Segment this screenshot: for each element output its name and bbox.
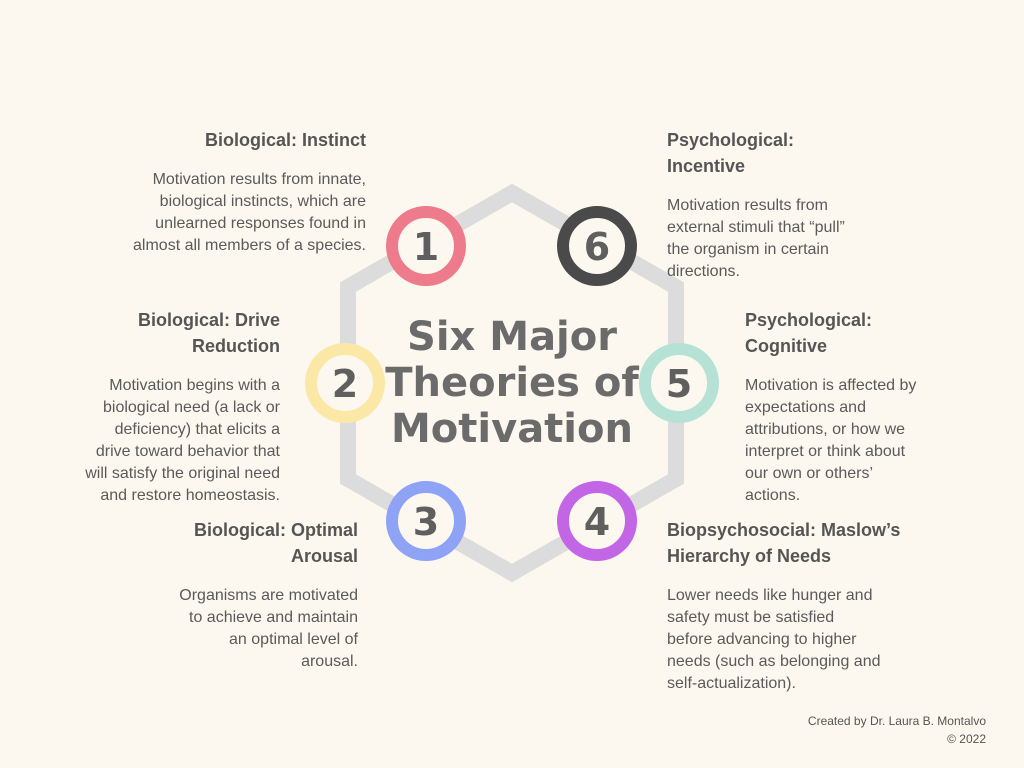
theory-cognitive: Psychological: Cognitive Motivation is a… bbox=[745, 307, 945, 507]
description-line: arousal. bbox=[301, 653, 358, 670]
theory-description: Motivation results from external stimuli … bbox=[667, 195, 867, 283]
description-line: Organisms are motivated bbox=[179, 587, 358, 604]
theory-heading: Psychological: Cognitive bbox=[745, 310, 873, 356]
theory-heading: Biological: Instinct bbox=[204, 130, 366, 150]
node-1-circle: 1 bbox=[386, 206, 466, 286]
diagram-title: Six Major Theories of Motivation bbox=[385, 314, 639, 452]
theory-heading: Psychological: Incentive bbox=[667, 130, 795, 176]
description-line: safety must be satisfied bbox=[667, 609, 835, 626]
node-5-number: 5 bbox=[666, 362, 692, 406]
description-line: to achieve and maintain bbox=[189, 609, 358, 626]
description-line: expectations and bbox=[745, 399, 866, 416]
description-line: Lower needs like hunger and bbox=[667, 587, 873, 604]
theory-maslow-hierarchy: Biopsychosocial: Maslow’s Hierarchy of N… bbox=[667, 517, 927, 695]
description-line: drive toward behavior that bbox=[95, 443, 280, 460]
description-line: self-actualization). bbox=[667, 675, 796, 692]
description-line: external stimuli that “pull” bbox=[667, 219, 845, 236]
credit: Created by Dr. Laura B. Montalvo © 2022 bbox=[808, 712, 986, 748]
node-6-circle: 6 bbox=[557, 206, 637, 286]
theory-heading: Biopsychosocial: Maslow’s Hierarchy of N… bbox=[667, 520, 901, 566]
description-line: before advancing to higher bbox=[667, 631, 857, 648]
description-line: Motivation results from bbox=[667, 197, 828, 214]
description-line: unlearned responses found in bbox=[155, 215, 366, 232]
node-4-number: 4 bbox=[584, 500, 610, 544]
theory-description: Motivation begins with a biological need … bbox=[60, 375, 280, 507]
title-line-2: Theories of bbox=[385, 360, 639, 406]
node-2-circle: 2 bbox=[305, 343, 385, 423]
theory-optimal-arousal: Biological: Optimal Arousal Organisms ar… bbox=[160, 517, 358, 673]
node-3-number: 3 bbox=[413, 500, 439, 544]
credit-author: Created by Dr. Laura B. Montalvo bbox=[807, 714, 986, 728]
theory-heading: Biological: Drive Reduction bbox=[137, 310, 280, 356]
description-line: interpret or think about bbox=[745, 443, 906, 460]
description-line: our own or others’ bbox=[745, 465, 874, 482]
node-5-circle: 5 bbox=[639, 343, 719, 423]
node-6-number: 6 bbox=[584, 225, 610, 269]
description-line: and restore homeostasis. bbox=[100, 487, 280, 504]
title-line-3: Motivation bbox=[391, 406, 633, 452]
description-line: the organism in certain bbox=[667, 241, 829, 258]
description-line: needs (such as belonging and bbox=[667, 653, 881, 670]
node-2-number: 2 bbox=[332, 362, 358, 406]
description-line: Motivation begins with a bbox=[109, 377, 280, 394]
description-line: actions. bbox=[745, 487, 801, 504]
theory-incentive: Psychological: Incentive Motivation resu… bbox=[667, 127, 867, 283]
node-3-circle: 3 bbox=[386, 481, 466, 561]
description-line: almost all members of a species. bbox=[133, 237, 366, 254]
theory-instinct: Biological: Instinct Motivation results … bbox=[110, 127, 366, 257]
theory-drive-reduction: Biological: Drive Reduction Motivation b… bbox=[60, 307, 280, 507]
theory-description: Motivation results from innate, biologica… bbox=[110, 169, 366, 257]
description-line: biological need (a lack or bbox=[103, 399, 280, 416]
node-1-number: 1 bbox=[413, 225, 439, 269]
description-line: will satisfy the original need bbox=[85, 465, 280, 482]
theory-heading: Biological: Optimal Arousal bbox=[193, 520, 358, 566]
description-line: attributions, or how we bbox=[745, 421, 906, 438]
theory-description: Organisms are motivated to achieve and ma… bbox=[160, 585, 358, 673]
description-line: an optimal level of bbox=[229, 631, 358, 648]
node-4-circle: 4 bbox=[557, 481, 637, 561]
title-line-1: Six Major bbox=[407, 314, 617, 360]
description-line: biological instincts, which are bbox=[159, 193, 366, 210]
description-line: Motivation is affected by bbox=[745, 377, 917, 394]
description-line: Motivation results from innate, bbox=[152, 171, 366, 188]
description-line: directions. bbox=[667, 263, 740, 280]
hexagon-outline bbox=[340, 183, 684, 583]
theory-description: Motivation is affected by expectations an… bbox=[745, 375, 945, 507]
credit-year: © 2022 bbox=[947, 732, 986, 746]
description-line: deficiency) that elicits a bbox=[114, 421, 280, 438]
theory-description: Lower needs like hunger and safety must b… bbox=[667, 585, 927, 695]
